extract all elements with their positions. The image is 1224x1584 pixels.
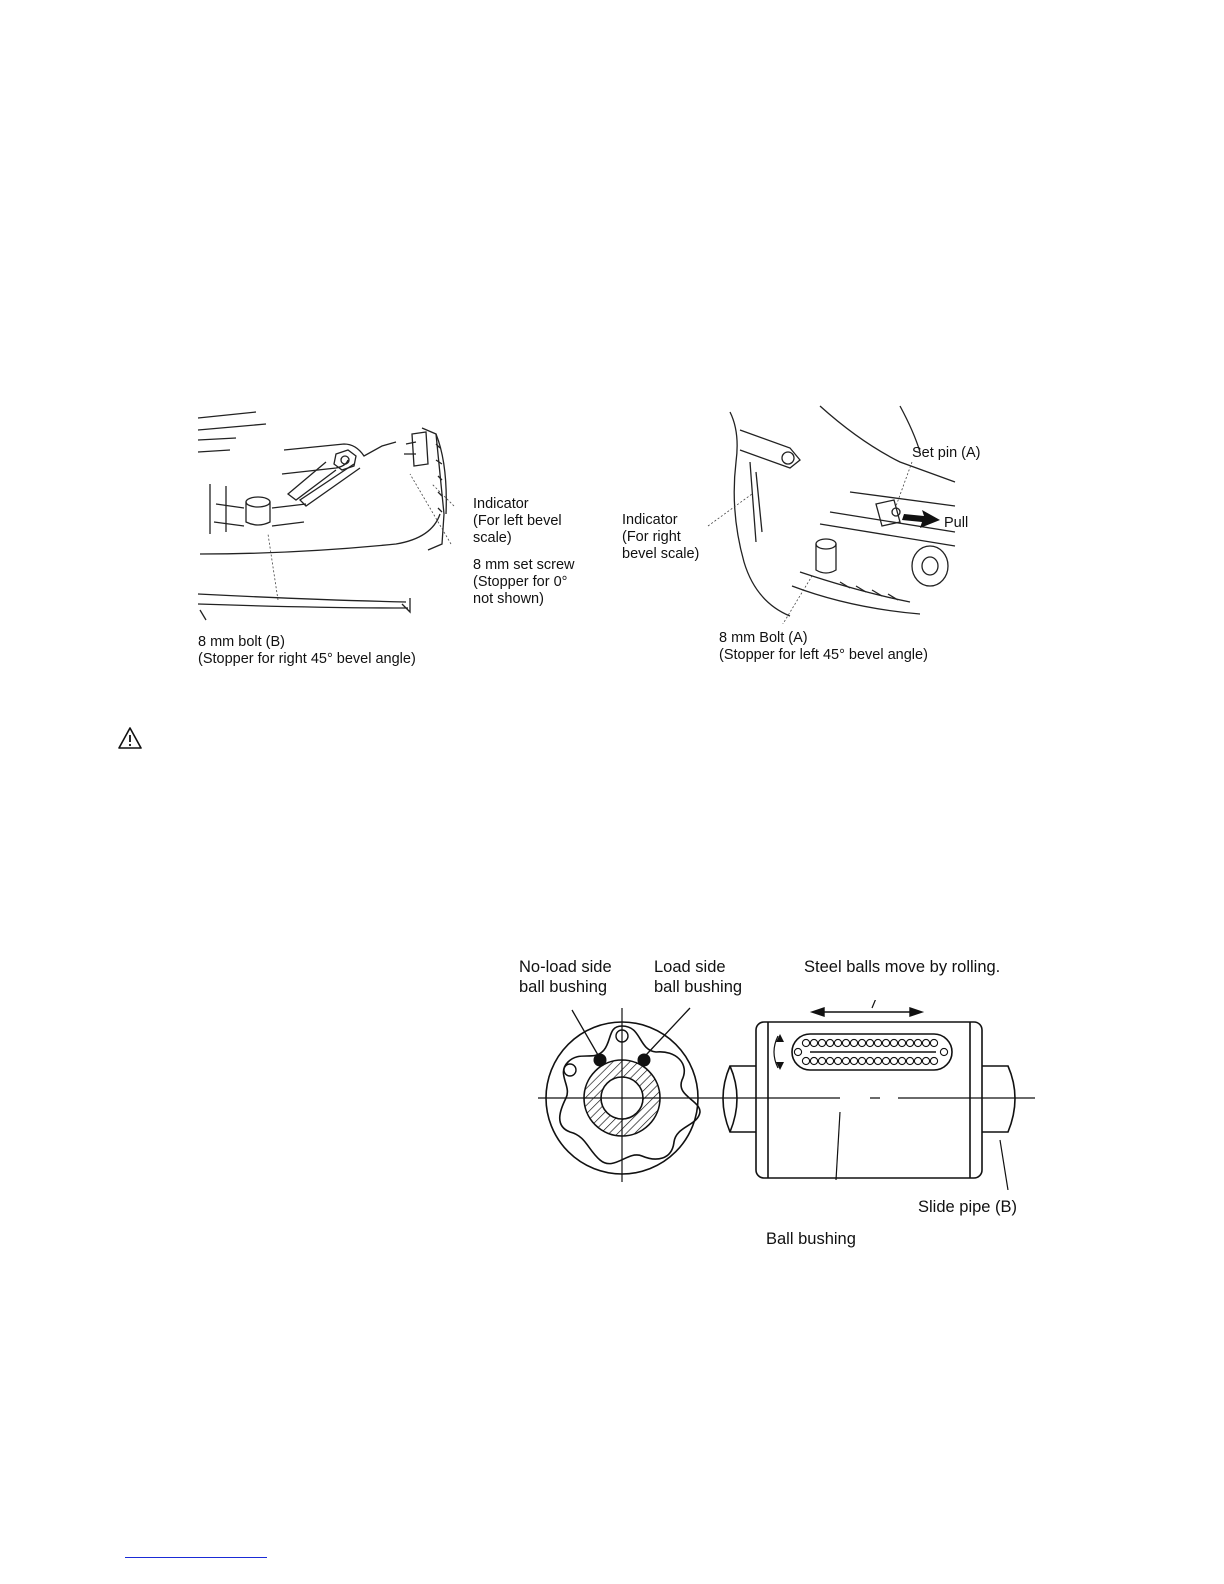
steel-ball xyxy=(881,1056,891,1066)
steel-ball xyxy=(833,1056,843,1066)
steel-ball xyxy=(921,1038,931,1048)
steel-ball xyxy=(897,1038,907,1048)
steel-ball xyxy=(809,1038,819,1048)
set-screw-label: 8 mm set screw (Stopper for 0° not shown… xyxy=(473,557,575,607)
steel-ball xyxy=(939,1047,949,1057)
ball-bushing-label: Ball bushing xyxy=(766,1230,856,1248)
left-bevel-illustration xyxy=(197,411,455,621)
steel-ball xyxy=(841,1038,851,1048)
steel-ball xyxy=(905,1038,915,1048)
steel-ball xyxy=(809,1056,819,1066)
load-bushing-label: Load side ball bushing xyxy=(654,958,743,996)
steel-ball xyxy=(865,1038,875,1048)
steel-ball xyxy=(913,1038,923,1048)
steel-ball xyxy=(929,1038,939,1048)
footer-link-underline xyxy=(125,1557,267,1558)
steel-ball xyxy=(825,1038,835,1048)
indicator-right-label: Indicator (For right bevel scale) xyxy=(622,512,700,562)
steel-ball xyxy=(921,1056,931,1066)
steel-ball xyxy=(929,1056,939,1066)
steel-ball xyxy=(833,1038,843,1048)
steel-ball xyxy=(801,1056,811,1066)
steel-ball xyxy=(897,1056,907,1066)
steel-ball xyxy=(857,1056,867,1066)
steel-ball xyxy=(849,1056,859,1066)
steel-ball xyxy=(825,1056,835,1066)
pull-label: Pull xyxy=(944,515,969,531)
steel-ball xyxy=(793,1047,803,1057)
steel-ball xyxy=(889,1038,899,1048)
steel-ball xyxy=(865,1056,875,1066)
steel-ball xyxy=(889,1056,899,1066)
steel-ball xyxy=(873,1038,883,1048)
right-bevel-illustration xyxy=(707,405,956,624)
steel-balls-label: Steel balls move by rolling. xyxy=(804,958,1001,976)
bolt-a-label: 8 mm Bolt (A) (Stopper for left 45° beve… xyxy=(719,630,928,663)
steel-ball xyxy=(817,1038,827,1048)
steel-ball xyxy=(849,1038,859,1048)
steel-ball xyxy=(881,1038,891,1048)
steel-ball xyxy=(817,1056,827,1066)
steel-ball xyxy=(873,1056,883,1066)
steel-ball xyxy=(913,1056,923,1066)
ball-bushing-diagram xyxy=(538,1000,1035,1190)
slide-pipe-label: Slide pipe (B) xyxy=(918,1198,1018,1216)
steel-ball xyxy=(857,1038,867,1048)
bolt-b-label: 8 mm bolt (B) (Stopper for right 45° bev… xyxy=(198,634,416,667)
warning-triangle-icon xyxy=(118,727,142,749)
steel-ball xyxy=(801,1038,811,1048)
set-pin-label: Set pin (A) xyxy=(912,445,981,461)
no-load-bushing-label: No-load side ball bushing xyxy=(519,958,612,996)
steel-ball xyxy=(841,1056,851,1066)
steel-ball xyxy=(905,1056,915,1066)
indicator-left-label: Indicator (For left bevel scale) xyxy=(473,496,562,546)
